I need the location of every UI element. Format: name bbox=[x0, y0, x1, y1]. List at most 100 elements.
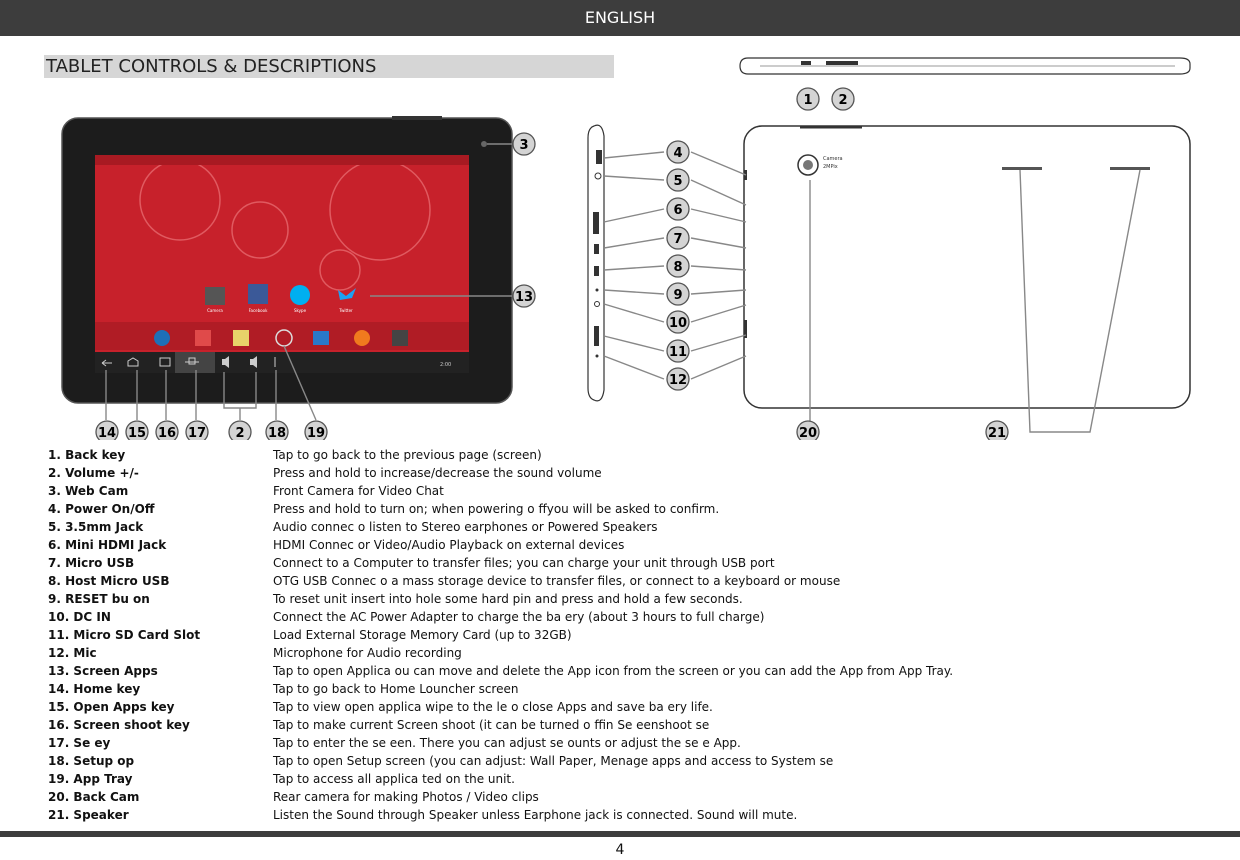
callout-21: 21 bbox=[985, 420, 1009, 440]
item-label: 4. Power On/Off bbox=[48, 502, 155, 516]
section-title: TABLET CONTROLS & DESCRIPTIONS bbox=[44, 55, 614, 78]
callout-10: 10 bbox=[666, 310, 690, 334]
item-description: Connect to a Computer to transfer files;… bbox=[273, 556, 775, 570]
tablet-figure: Camera Facebook Skype Twitter 2:00 bbox=[61, 57, 1191, 440]
item-label: 6. Mini HDMI Jack bbox=[48, 538, 167, 552]
twitter-app-icon[interactable] bbox=[338, 288, 356, 300]
callout-18: 18 bbox=[265, 420, 289, 440]
item-label: 21. Speaker bbox=[48, 808, 129, 822]
svg-text:2MPix: 2MPix bbox=[823, 164, 838, 170]
callout-7: 7 bbox=[666, 226, 690, 250]
item-label: 11. Micro SD Card Slot bbox=[48, 628, 201, 642]
skype-app-icon[interactable] bbox=[290, 285, 310, 305]
svg-text:6: 6 bbox=[673, 203, 682, 218]
callout-6: 6 bbox=[666, 197, 690, 221]
camera-app-icon[interactable] bbox=[205, 287, 225, 305]
tablet-back: Camera 2MPix bbox=[743, 125, 1191, 409]
svg-text:16: 16 bbox=[158, 426, 176, 440]
tablet-top-edge bbox=[739, 57, 1191, 75]
item-label: 18. Setup op bbox=[48, 754, 135, 768]
svg-text:20: 20 bbox=[799, 426, 817, 440]
svg-text:14: 14 bbox=[98, 426, 116, 440]
item-label: 2. Volume +/- bbox=[48, 466, 139, 480]
callout-17: 17 bbox=[185, 420, 209, 440]
callout-11: 11 bbox=[666, 339, 690, 363]
item-description: To reset unit insert into hole some hard… bbox=[273, 592, 743, 606]
item-description: HDMI Connec or Video/Audio Playback on e… bbox=[273, 538, 625, 552]
svg-text:Camera: Camera bbox=[207, 308, 223, 313]
item-description: Audio connec o listen to Stereo earphone… bbox=[273, 520, 658, 534]
svg-text:5: 5 bbox=[673, 174, 682, 189]
svg-text:21: 21 bbox=[988, 426, 1006, 440]
svg-text:2: 2 bbox=[235, 426, 244, 440]
open-apps-key-icon[interactable] bbox=[159, 357, 171, 367]
callout-3: 3 bbox=[512, 132, 536, 156]
callout-9: 9 bbox=[666, 282, 690, 306]
svg-text:2:00: 2:00 bbox=[440, 362, 451, 368]
item-description: Press and hold to increase/decrease the … bbox=[273, 466, 602, 480]
item-label: 17. Se ey bbox=[48, 736, 111, 750]
item-label: 19. App Tray bbox=[48, 772, 133, 786]
item-description: Tap to view open applica wipe to the le … bbox=[273, 700, 713, 714]
facebook-app-icon[interactable] bbox=[248, 284, 268, 304]
leader-lines bbox=[105, 143, 1141, 433]
svg-text:Facebook: Facebook bbox=[249, 308, 268, 313]
callout-19: 19 bbox=[304, 420, 328, 440]
item-label: 13. Screen Apps bbox=[48, 664, 158, 678]
item-description: Load External Storage Memory Card (up to… bbox=[273, 628, 572, 642]
item-label: 1. Back key bbox=[48, 448, 126, 462]
item-description: Connect the AC Power Adapter to charge t… bbox=[273, 610, 765, 624]
screenshot-key-icon[interactable] bbox=[185, 357, 199, 365]
item-label: 12. Mic bbox=[48, 646, 97, 660]
callout-4: 4 bbox=[666, 140, 690, 164]
item-description: Tap to enter the se een. There you can a… bbox=[273, 736, 741, 750]
svg-text:2: 2 bbox=[838, 93, 847, 108]
callout-14: 14 bbox=[95, 420, 119, 440]
item-label: 9. RESET bu on bbox=[48, 592, 150, 606]
item-label: 14. Home key bbox=[48, 682, 141, 696]
item-description: Microphone for Audio recording bbox=[273, 646, 462, 660]
item-description: Tap to open Applica ou can move and dele… bbox=[273, 664, 954, 678]
item-label: 20. Back Cam bbox=[48, 790, 140, 804]
volume-up-icon[interactable] bbox=[250, 356, 257, 368]
page-number: 4 bbox=[615, 842, 625, 858]
item-description: Listen the Sound through Speaker unless … bbox=[273, 808, 798, 822]
callout-8: 8 bbox=[666, 254, 690, 278]
tablet-side bbox=[587, 124, 605, 402]
callout-2-bottom: 2 bbox=[228, 420, 252, 440]
item-description: Tap to open Setup screen (you can adjust… bbox=[273, 754, 834, 768]
callout-15: 15 bbox=[125, 420, 149, 440]
volume-down-icon[interactable] bbox=[222, 356, 229, 368]
callout-16: 16 bbox=[155, 420, 179, 440]
volume-buttons-top[interactable] bbox=[826, 61, 858, 65]
svg-text:11: 11 bbox=[669, 345, 687, 360]
item-label: 3. Web Cam bbox=[48, 484, 129, 498]
item-description: Tap to go back to Home Louncher screen bbox=[273, 682, 519, 696]
tablet-front: Camera Facebook Skype Twitter 2:00 bbox=[61, 116, 513, 404]
svg-text:12: 12 bbox=[669, 373, 687, 388]
callout-5: 5 bbox=[666, 168, 690, 192]
item-description: Rear camera for making Photos / Video cl… bbox=[273, 790, 539, 804]
speaker-right bbox=[1110, 167, 1150, 170]
callout-2-top: 2 bbox=[831, 87, 855, 111]
svg-text:Camera: Camera bbox=[823, 156, 843, 162]
svg-text:4: 4 bbox=[673, 146, 682, 161]
back-camera-icon bbox=[797, 154, 819, 176]
item-label: 15. Open Apps key bbox=[48, 700, 175, 714]
item-description: OTG USB Connec o a mass storage device t… bbox=[273, 574, 841, 588]
item-label: 16. Screen shoot key bbox=[48, 718, 190, 732]
home-key-icon[interactable] bbox=[127, 357, 139, 367]
callout-13: 13 bbox=[512, 284, 536, 308]
svg-text:18: 18 bbox=[268, 426, 286, 440]
svg-text:3: 3 bbox=[519, 138, 528, 153]
webcam-dot bbox=[481, 141, 487, 147]
power-button-top[interactable] bbox=[801, 61, 811, 65]
item-description: Tap to go back to the previous page (scr… bbox=[273, 448, 542, 462]
item-label: 7. Micro USB bbox=[48, 556, 135, 570]
callout-1: 1 bbox=[796, 87, 820, 111]
svg-text:17: 17 bbox=[188, 426, 206, 440]
back-key-icon[interactable] bbox=[101, 359, 112, 367]
item-description: Front Camera for Video Chat bbox=[273, 484, 444, 498]
svg-text:15: 15 bbox=[128, 426, 146, 440]
callout-12: 12 bbox=[666, 367, 690, 391]
